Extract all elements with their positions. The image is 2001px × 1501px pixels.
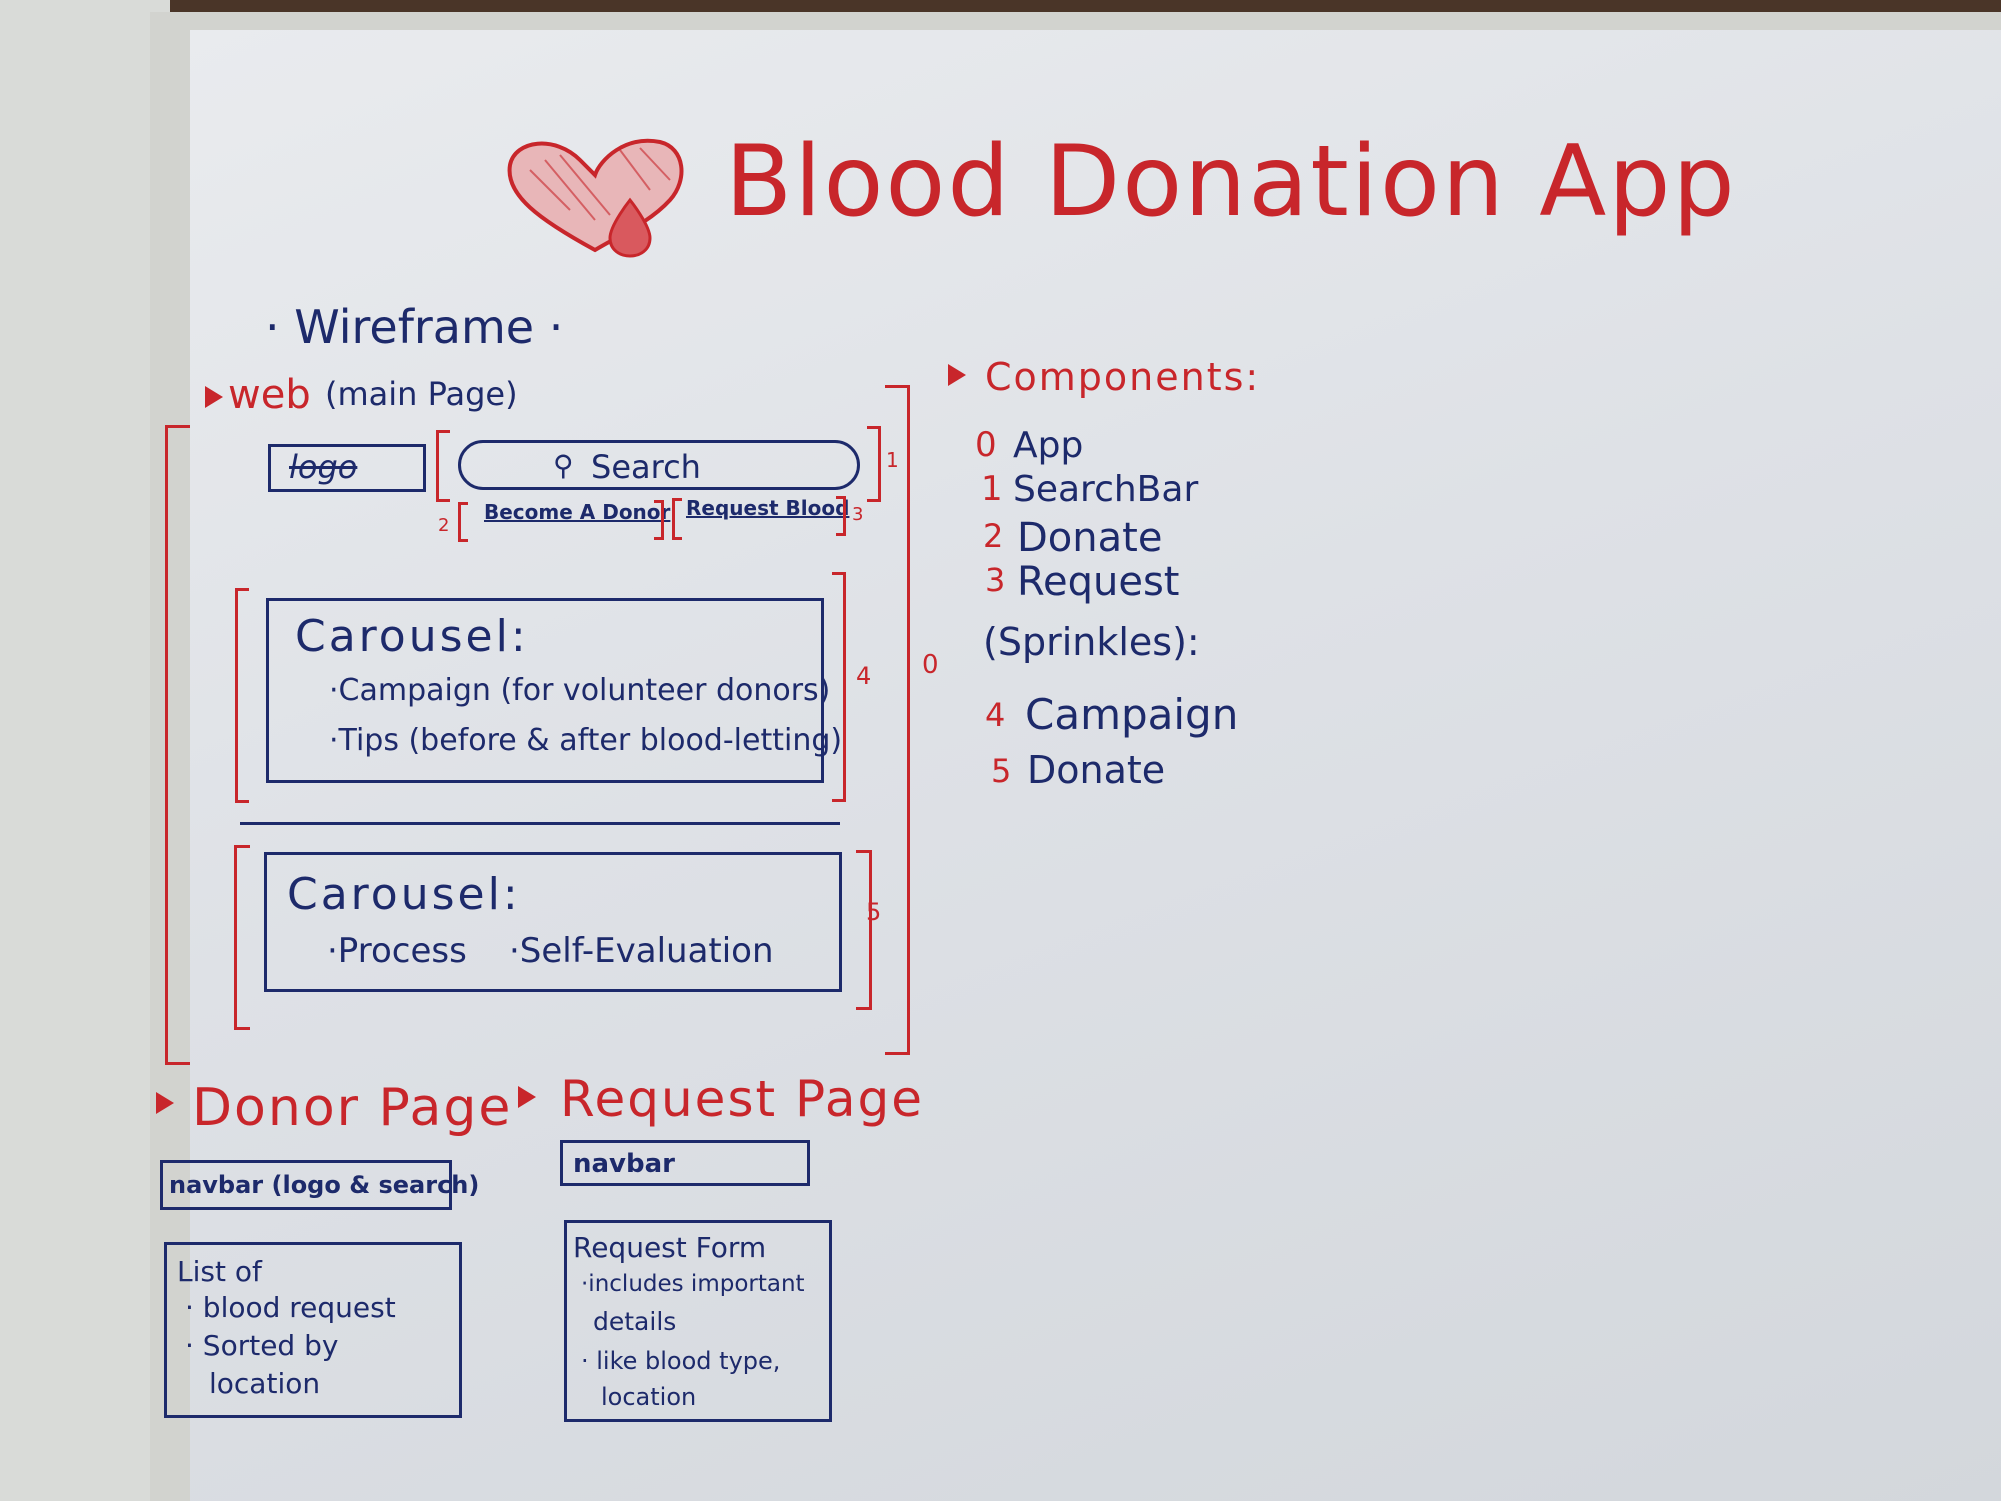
component-item: 0 App <box>975 425 1084 466</box>
donor-navbar-box: navbar (logo & search) <box>160 1160 479 1210</box>
component-item: 2 Donate <box>983 515 1163 561</box>
campaign-carousel: Carousel: ·Campaign (for volunteer donor… <box>266 598 842 783</box>
request-form-line: details <box>593 1307 677 1336</box>
donor-navbar-label: navbar (logo & search) <box>169 1171 480 1199</box>
bullet-arrow-icon <box>518 1086 536 1108</box>
components-heading: Components: <box>985 355 1261 399</box>
bullet-arrow-icon <box>948 364 966 386</box>
sprinkle-item: 5 Donate <box>991 748 1166 792</box>
request-navbar-box: navbar <box>560 1140 810 1186</box>
component-item: 3 Request <box>985 559 1180 605</box>
marker-3: 3 <box>852 504 864 525</box>
donor-list-line: · blood request <box>185 1291 396 1324</box>
web-subheading: (main Page) <box>325 375 518 413</box>
bracket-3-left <box>672 498 682 540</box>
web-heading: web <box>228 372 311 418</box>
carousel-item-self-evaluation: ·Self-Evaluation <box>509 931 774 971</box>
bracket-5-left <box>234 845 250 1030</box>
marker-0: 0 <box>922 650 939 680</box>
bracket-1-left <box>436 430 450 502</box>
become-donor-link: Become A Donor <box>484 500 671 524</box>
carousel-item-campaign: ·Campaign (for volunteer donors) <box>329 673 831 708</box>
bracket-0-right <box>885 385 910 1055</box>
sprinkles-list: 4 Campaign 5 Donate <box>985 690 1285 802</box>
marker-1: 1 <box>886 448 899 472</box>
search-label: Search <box>591 448 701 486</box>
request-navbar-label: navbar <box>573 1149 675 1179</box>
bracket-5-right <box>856 850 872 1010</box>
component-item: 1 SearchBar <box>981 469 1199 510</box>
section-divider <box>240 822 840 825</box>
request-form-line: · like blood type, <box>581 1347 781 1375</box>
bracket-0-left <box>165 425 190 1065</box>
process-carousel: Carousel: ·Process ·Self-Evaluation <box>264 852 842 992</box>
bracket-4-right <box>832 572 846 802</box>
bullet-arrow-icon <box>156 1092 174 1114</box>
request-page-heading: Request Page <box>560 1070 925 1128</box>
bullet-arrow-icon <box>205 386 223 408</box>
bracket-2-right <box>654 500 664 540</box>
search-icon: ⚲ <box>553 449 574 482</box>
donor-list-line: location <box>209 1367 321 1400</box>
donor-page-heading: Donor Page <box>192 1078 513 1138</box>
whiteboard <box>190 30 2001 1501</box>
carousel-title: Carousel: <box>295 611 529 662</box>
bracket-3-right <box>836 496 846 536</box>
projector-screen <box>0 0 170 1501</box>
carousel-item-process: ·Process <box>327 931 467 971</box>
carousel-item-tips: ·Tips (before & after blood-letting) <box>329 723 843 758</box>
logo-box: logo <box>268 444 426 492</box>
donor-list-box: List of · blood request · Sorted by loca… <box>164 1242 462 1418</box>
heart-icon <box>507 138 684 258</box>
wireframe-label: · Wireframe · <box>265 300 564 354</box>
marker-4: 4 <box>856 662 872 690</box>
bracket-1-right <box>867 426 881 502</box>
request-form-box: Request Form ·includes important details… <box>564 1220 832 1422</box>
request-form-line: ·includes important <box>581 1271 805 1297</box>
sprinkles-heading: (Sprinkles): <box>983 620 1200 664</box>
components-list: 0 App 1 SearchBar 2 Donate 3 Request <box>975 425 1275 607</box>
marker-5: 5 <box>866 898 882 926</box>
donor-list-line: · Sorted by <box>185 1329 339 1362</box>
request-form-line: Request Form <box>573 1231 767 1264</box>
logo-label: logo <box>289 448 358 486</box>
search-bar: ⚲ Search <box>458 440 860 490</box>
donor-list-line: List of <box>177 1255 262 1288</box>
request-blood-link: Request Blood <box>686 496 850 520</box>
marker-2: 2 <box>438 515 450 536</box>
sprinkle-item: 4 Campaign <box>985 690 1239 739</box>
page-title: Blood Donation App <box>725 125 1737 239</box>
bracket-2-left <box>458 502 468 542</box>
bracket-4-left <box>235 588 249 803</box>
carousel-title: Carousel: <box>287 869 521 920</box>
request-form-line: location <box>601 1383 697 1411</box>
